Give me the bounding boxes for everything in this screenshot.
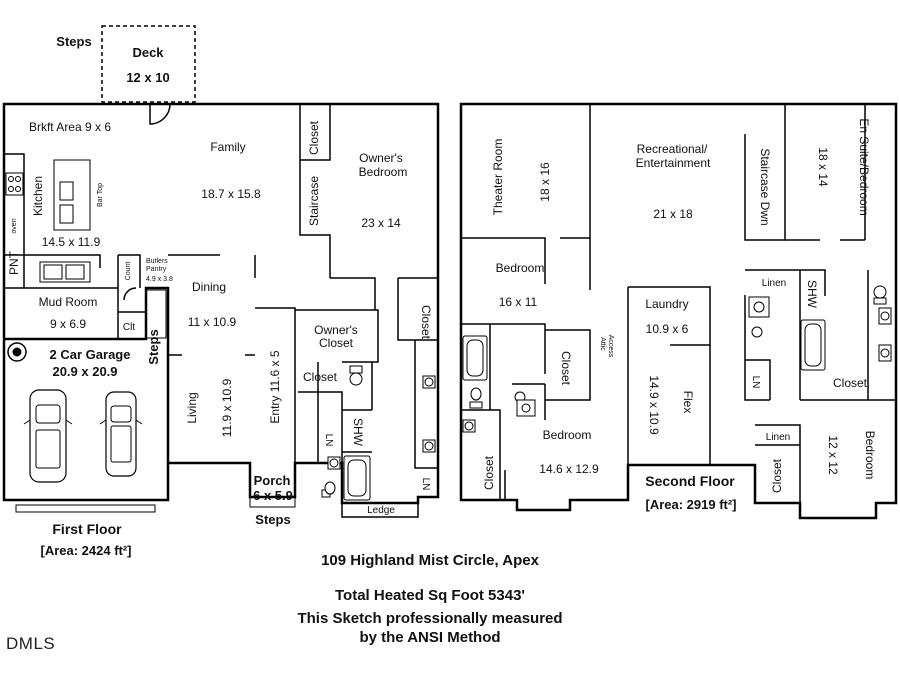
room-rec-dims: 21 x 18 — [653, 207, 693, 221]
porch-steps-label: Steps — [255, 512, 290, 527]
room-clt-label: Clt — [123, 322, 135, 333]
room-brkft-label: Brkft Area 9 x 6 — [29, 120, 111, 134]
room-laundry-dims: 10.9 x 6 — [646, 322, 689, 336]
first-floor-title: First Floor — [52, 521, 122, 537]
room-closet-top-label: Closet — [307, 120, 321, 155]
room-closet-c-label: Closet — [833, 376, 868, 390]
room-rec-label-2: Entertainment — [636, 156, 711, 170]
garage-car-right — [99, 391, 143, 477]
total-sqft-caption: Total Heated Sq Foot 5343' — [335, 587, 525, 604]
room-porch-dims: 6 x 5.9 — [253, 488, 293, 503]
room-bedroom-b-dims: 14.6 x 12.9 — [539, 462, 599, 476]
attic-access-label-2: Access — [607, 335, 614, 358]
room-staircase-dwn-label: Staircase Dwn — [758, 148, 772, 225]
room-flex-dims: 14.9 x 10.9 — [647, 375, 661, 435]
room-linen-top-label: Linen — [762, 278, 786, 289]
room-theater-dims: 18 x 16 — [538, 162, 552, 202]
first-floor-area: [Area: 2424 ft²] — [40, 543, 131, 558]
room-owners-bedroom-dims: 23 x 14 — [361, 216, 401, 230]
kitchen-oven-label: oven — [11, 218, 18, 233]
second-floor-area: [Area: 2919 ft²] — [645, 497, 736, 512]
room-butlers-dims: 4.9 x 3.8 — [146, 276, 173, 283]
room-ensuite-label: En Suite/Bedroom — [857, 118, 871, 215]
measurement-note-line2: by the ANSI Method — [359, 629, 501, 646]
room-living-dims: 11.9 x 10.9 — [220, 378, 234, 437]
room-bedroom-b-label: Bedroom — [543, 428, 592, 442]
room-owners-closet-label-1: Owner's — [314, 323, 358, 337]
room-dining-dims: 11 x 10.9 — [188, 315, 237, 329]
second-floor-title: Second Floor — [645, 473, 735, 489]
room-flex-label: Flex — [681, 391, 695, 414]
room-closet-d-label: Closet — [770, 458, 784, 493]
room-bedroom-c-dims: 12 x 12 — [826, 435, 840, 475]
room-owners-bedroom-label-2: Bedroom — [359, 165, 408, 179]
room-living-label: Living — [185, 392, 199, 423]
room-closet-mid-label: Closet — [303, 370, 338, 384]
deck-steps-label: Steps — [56, 34, 91, 49]
room-owners-bedroom-label-1: Owner's — [359, 151, 403, 165]
first-floor-labels: Brkft Area 9 x 6 Family 18.7 x 15.8 Kitc… — [7, 120, 433, 558]
room-ln-label: LN — [323, 434, 334, 447]
room-porch-label: Porch — [254, 473, 291, 488]
room-linen-bottom-label: Linen — [766, 432, 790, 443]
room-entry-label: Entry 11.6 x 5 — [268, 350, 282, 423]
room-bedroom-a-label: Bedroom — [496, 261, 545, 275]
room-mud-room-dims: 9 x 6.9 — [50, 317, 86, 331]
room-ensuite-dims: 18 x 14 — [816, 147, 830, 187]
room-closet-b-label: Closet — [482, 455, 496, 490]
deck-dims: 12 x 10 — [126, 70, 169, 85]
room-shw-label: SHW — [351, 418, 365, 447]
room-family-label: Family — [210, 140, 245, 154]
room-closet-right-label: Closet — [419, 305, 433, 340]
room-closet-a-label: Closet — [559, 351, 573, 386]
room-shw-label-2: SHW — [805, 280, 819, 309]
room-bedroom-a-dims: 16 x 11 — [499, 295, 538, 309]
first-floor-walls — [2, 102, 440, 518]
room-bedroom-c-label: Bedroom — [863, 431, 877, 480]
address-caption: 109 Highland Mist Circle, Apex — [321, 552, 539, 569]
room-ln-label-2: LN — [750, 376, 761, 389]
room-counter-label: Count — [125, 262, 132, 281]
dmls-logo: DMLS — [6, 634, 56, 653]
room-butlers-label: Butlers — [146, 258, 168, 265]
measurement-note-line1: This Sketch professionally measured — [297, 610, 563, 627]
deck-label: Deck — [132, 45, 164, 60]
attic-access-label-1: Attic — [599, 337, 606, 351]
room-kitchen-dims: 14.5 x 11.9 — [42, 235, 101, 249]
second-floor-labels: Theater Room 18 x 16 Recreational/ Enter… — [482, 118, 877, 512]
room-ln-right-label: LN — [420, 478, 431, 491]
room-dining-label: Dining — [192, 280, 226, 294]
room-garage-label: 2 Car Garage — [50, 347, 131, 362]
ledge-label: Ledge — [367, 505, 395, 516]
room-kitchen-label: Kitchen — [31, 176, 45, 216]
room-garage-dims: 20.9 x 20.9 — [52, 364, 117, 379]
room-rec-label-1: Recreational/ — [637, 142, 708, 156]
second-floor-walls — [459, 102, 898, 520]
room-owners-closet-label-2: Closet — [319, 336, 354, 350]
room-pantry-label: Pantry — [146, 266, 167, 273]
room-family-dims: 18.7 x 15.8 — [201, 187, 261, 201]
garage-steps-label: Steps — [146, 329, 161, 364]
room-theater-label: Theater Room — [491, 139, 505, 216]
room-staircase-label: Staircase — [307, 176, 321, 226]
garage-car-left — [23, 389, 73, 483]
kitchen-bar-top-label: Bar Top — [97, 183, 104, 207]
room-mud-room-label: Mud Room — [39, 295, 98, 309]
room-pnt-label: PNT — [7, 250, 21, 275]
deck: Deck 12 x 10 Steps — [56, 25, 196, 103]
room-laundry-label: Laundry — [645, 297, 688, 311]
